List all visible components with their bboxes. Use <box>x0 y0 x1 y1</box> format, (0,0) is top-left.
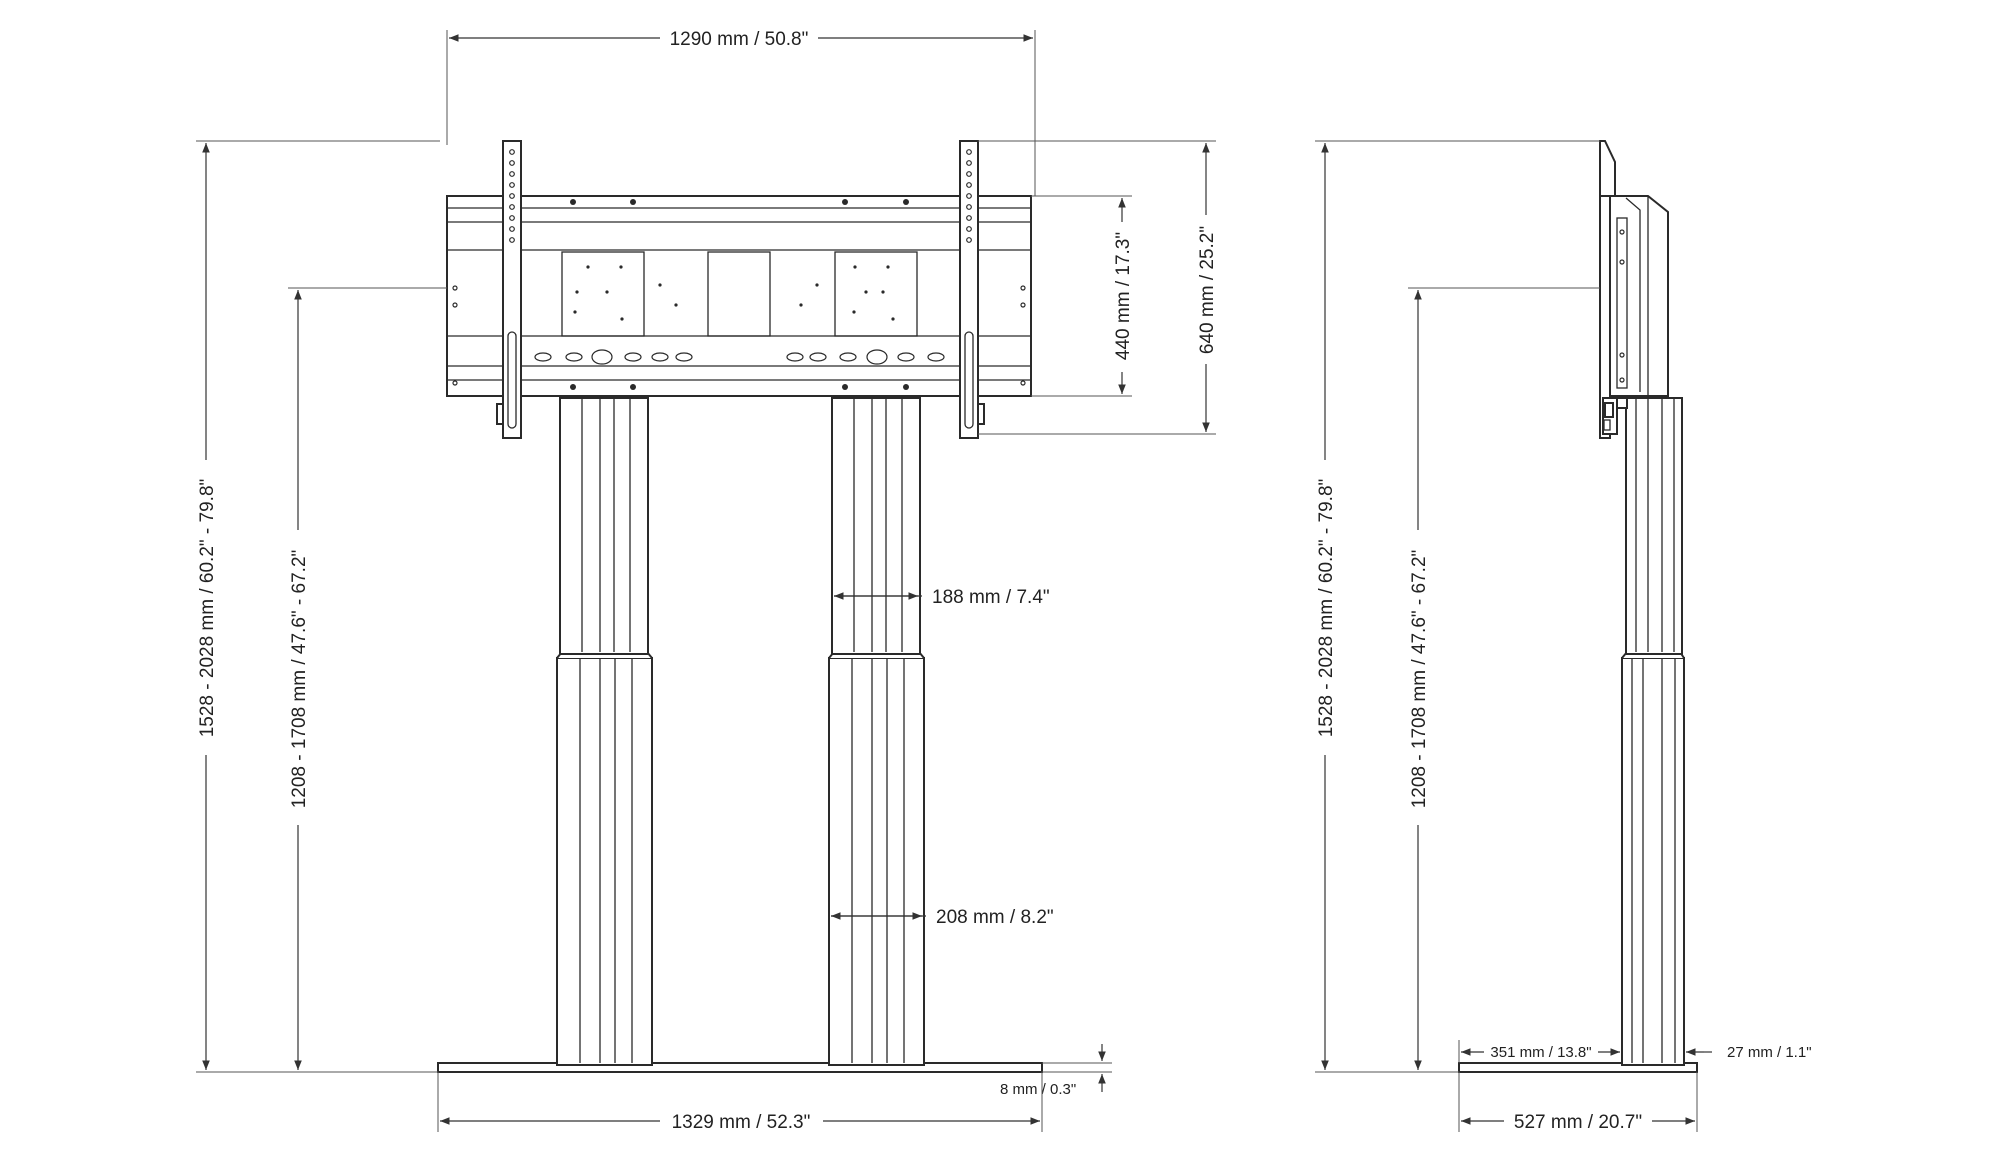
side-column <box>1616 397 1685 1066</box>
right-column <box>828 397 925 1066</box>
label-base-depth: 527 mm / 20.7" <box>1514 1112 1642 1133</box>
front-view: 1290 mm / 50.8" 1528 - 2028 mm / 60.2" -… <box>196 29 1218 1133</box>
label-column-lower: 208 mm / 8.2" <box>936 907 1054 928</box>
side-view: 1528 - 2028 mm / 60.2" - 79.8" 1208 - 17… <box>1315 140 1812 1133</box>
label-center-height-front: 1208 - 1708 mm / 47.6" - 67.2" <box>289 550 310 809</box>
label-bracket-height: 640 mm / 25.2" <box>1197 226 1218 354</box>
side-base-plate <box>1458 1062 1698 1073</box>
dimension-total-height-front: 1528 - 2028 mm / 60.2" - 79.8" <box>196 140 440 1073</box>
label-column-upper: 188 mm / 7.4" <box>932 587 1050 608</box>
dimension-center-height-front: 1208 - 1708 mm / 47.6" - 67.2" <box>288 287 447 1070</box>
dimension-bracket-height: 640 mm / 25.2" <box>978 140 1218 435</box>
label-depth-front: 351 mm / 13.8" <box>1490 1044 1591 1061</box>
label-top-width: 1290 mm / 50.8" <box>670 29 809 50</box>
dimension-column-lower: 208 mm / 8.2" <box>831 907 1054 928</box>
right-bracket <box>959 140 985 439</box>
left-bracket <box>496 140 522 439</box>
label-total-height-side: 1528 - 2028 mm / 60.2" - 79.8" <box>1316 479 1337 738</box>
label-center-height-side: 1208 - 1708 mm / 47.6" - 67.2" <box>1409 550 1430 809</box>
dimension-column-upper: 188 mm / 7.4" <box>834 587 1050 608</box>
mounting-plate <box>446 195 1032 397</box>
side-head <box>1599 140 1669 439</box>
left-column <box>556 397 653 1066</box>
dimension-depth-front: 351 mm / 13.8" <box>1458 1040 1620 1063</box>
label-plate-height: 440 mm / 17.3" <box>1113 232 1134 360</box>
front-base-plate <box>437 1062 1043 1073</box>
dimension-base-depth: 527 mm / 20.7" <box>1458 1072 1698 1133</box>
dimension-depth-back: 27 mm / 1.1" <box>1686 1044 1812 1061</box>
dimension-top-width: 1290 mm / 50.8" <box>446 29 1036 196</box>
label-depth-back: 27 mm / 1.1" <box>1727 1044 1812 1061</box>
label-base-width: 1329 mm / 52.3" <box>672 1112 811 1133</box>
label-base-thickness: 8 mm / 0.3" <box>1000 1081 1076 1098</box>
label-total-height-front: 1528 - 2028 mm / 60.2" - 79.8" <box>197 479 218 738</box>
dimension-plate-height: 440 mm / 17.3" <box>1031 195 1134 397</box>
dimension-total-height-side: 1528 - 2028 mm / 60.2" - 79.8" <box>1315 140 1600 1073</box>
dimension-base-width: 1329 mm / 52.3" <box>437 1072 1043 1133</box>
dimension-center-height-side: 1208 - 1708 mm / 47.6" - 67.2" <box>1408 287 1600 1070</box>
dimension-base-thickness: 8 mm / 0.3" <box>1000 1044 1112 1098</box>
